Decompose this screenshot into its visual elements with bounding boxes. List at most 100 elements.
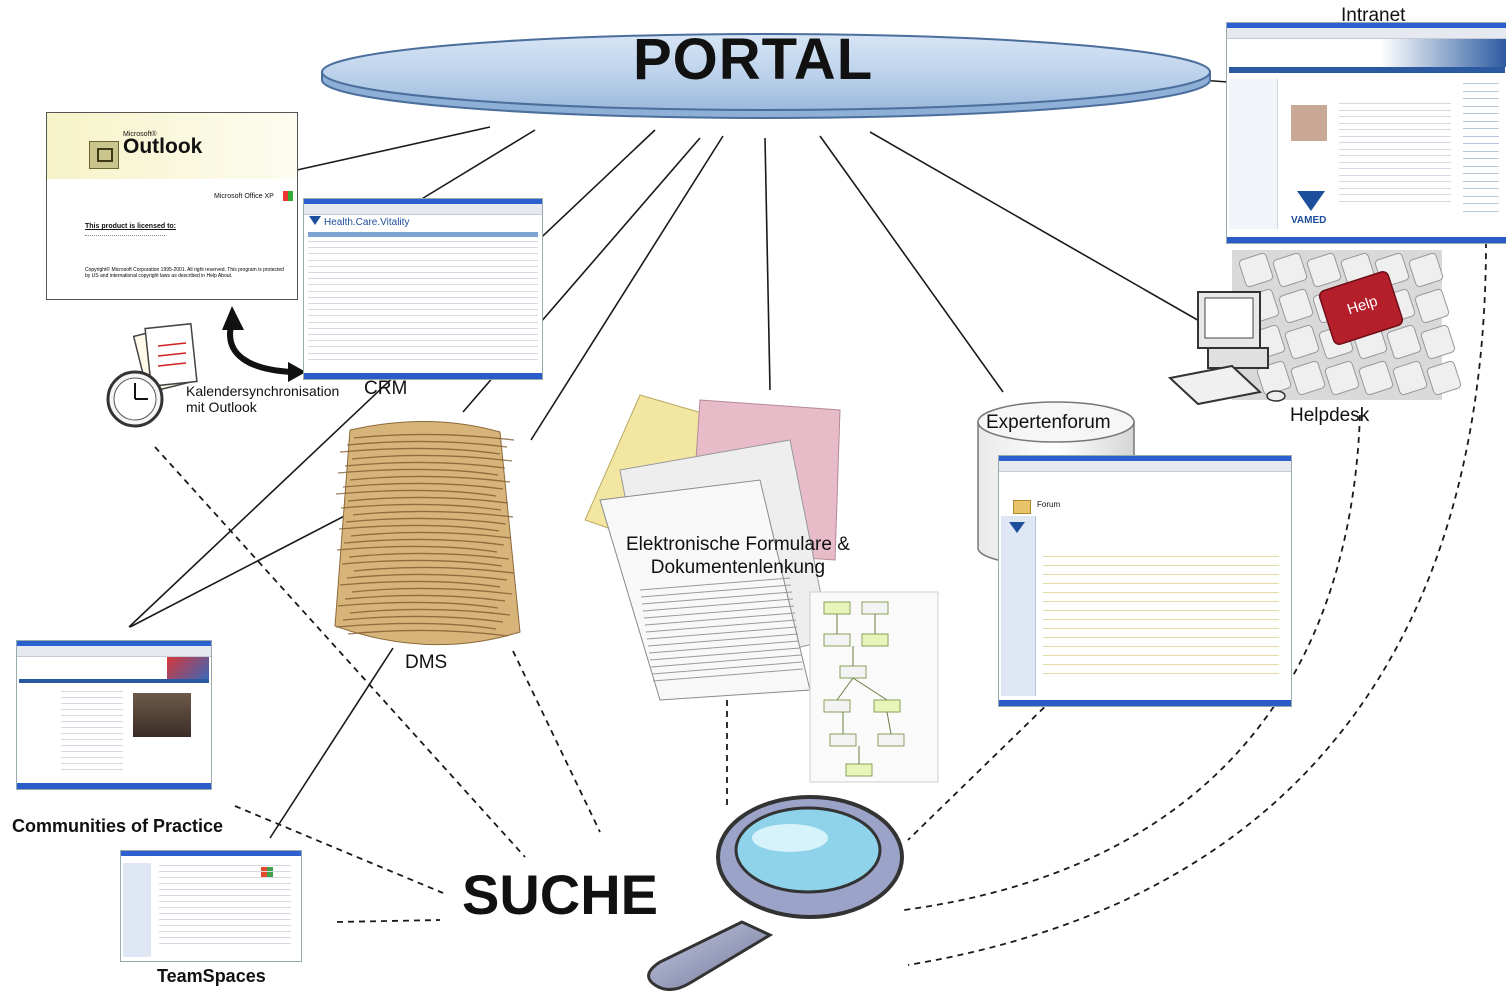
connector-forms <box>764 137 771 391</box>
placeholder-row <box>308 253 538 255</box>
teamspaces-label: TeamSpaces <box>157 966 266 986</box>
intranet-content <box>1335 103 1455 213</box>
keyboard-key <box>1426 360 1462 396</box>
placeholder-row <box>1339 103 1451 104</box>
outlook-edition: Microsoft Office XP <box>214 193 274 200</box>
folder-edge <box>351 454 513 462</box>
folder-edge <box>344 461 506 469</box>
dashed-helpdesk <box>903 414 1361 911</box>
placeholder-row <box>308 340 538 342</box>
dashed-intranet <box>907 241 1487 966</box>
forum-logo-icon <box>1009 522 1025 533</box>
windows-logo-icon <box>261 867 273 877</box>
placeholder-row <box>1043 574 1279 575</box>
intranet-screenshot[interactable]: VAMED <box>1226 22 1506 244</box>
intranet-toolbar <box>1227 28 1506 39</box>
form-field-line <box>642 598 794 612</box>
placeholder-row <box>1339 187 1451 189</box>
placeholder-row <box>308 303 538 304</box>
form-field-line <box>646 626 798 640</box>
form-field-line <box>645 619 797 633</box>
placeholder-row <box>159 865 291 866</box>
intranet-nav <box>1229 67 1505 73</box>
connector-expertenforum <box>819 135 1004 393</box>
connector-teamspaces-dms <box>269 647 394 839</box>
keyboard-key <box>1290 360 1326 396</box>
dashed-forum <box>907 691 1061 841</box>
outlook-splash-screenshot[interactable]: Microsoft® Outlook Microsoft Office XP T… <box>46 112 298 300</box>
placeholder-row <box>159 943 291 944</box>
folder-edge <box>342 615 504 623</box>
communities-nav <box>19 679 209 683</box>
placeholder-row <box>308 296 538 298</box>
keyboard-key <box>1284 324 1320 360</box>
placeholder-row <box>61 727 123 728</box>
flowchart-step <box>823 601 851 615</box>
intranet-header <box>1227 39 1506 67</box>
flowchart-edge <box>886 711 892 735</box>
forum-table <box>1039 556 1283 686</box>
placeholder-row <box>159 907 291 908</box>
placeholder-row <box>1463 195 1499 197</box>
portal-title[interactable]: PORTAL <box>633 27 874 92</box>
placeholder-row <box>1339 168 1451 169</box>
placeholder-row <box>159 871 291 872</box>
folder-edge <box>340 503 502 511</box>
connector-crm <box>419 129 536 201</box>
dashed-communities <box>234 805 444 894</box>
placeholder-row <box>1463 105 1499 107</box>
placeholder-row <box>1463 135 1499 137</box>
connector-helpdesk <box>869 131 1216 331</box>
placeholder-row <box>61 739 123 740</box>
communities-header-graphic <box>167 657 209 679</box>
portal-disc[interactable] <box>321 33 1211 119</box>
placeholder-row <box>61 697 123 698</box>
dms-label: DMS <box>405 652 448 673</box>
search-magnifier-icon[interactable] <box>647 795 904 991</box>
form-field-line <box>647 633 799 647</box>
placeholder-row <box>308 265 538 267</box>
connector-outlook <box>296 126 491 171</box>
teamspaces-screenshot[interactable] <box>120 850 302 962</box>
communities-group-photo <box>133 693 191 737</box>
folder-edge <box>350 531 512 539</box>
placeholder-row <box>159 883 291 884</box>
placeholder-row <box>1463 143 1499 144</box>
suche-title[interactable]: SUCHE <box>462 863 659 926</box>
crm-screenshot[interactable]: Health.Care.Vitality <box>303 198 543 380</box>
flowchart-step <box>823 699 851 713</box>
placeholder-row <box>1043 583 1279 584</box>
folder-edge <box>335 489 497 497</box>
folder-edge <box>353 566 515 574</box>
crm-titlebar <box>304 199 542 204</box>
calendar-sync-label-line1: Kalendersynchronisation <box>186 383 340 399</box>
flowchart-step <box>845 763 873 777</box>
placeholder-row <box>1043 646 1279 647</box>
placeholder-row <box>1463 128 1499 129</box>
helpdesk-image <box>1167 250 1462 406</box>
intranet-sidebar <box>1229 79 1278 229</box>
folder-edge <box>347 496 509 504</box>
form-field-line <box>639 577 791 591</box>
placeholder-row <box>308 346 538 348</box>
placeholder-row <box>1043 628 1279 629</box>
placeholder-row <box>308 278 538 280</box>
placeholder-row <box>61 709 123 710</box>
placeholder-row <box>1043 592 1279 593</box>
folder-edge <box>347 629 509 637</box>
flowchart-edge <box>836 677 854 701</box>
folder-edge <box>336 545 498 553</box>
folder-edge <box>339 580 501 588</box>
intranet-taskbar <box>1227 237 1506 243</box>
placeholder-row <box>308 247 538 249</box>
keyboard-key <box>1420 324 1456 360</box>
placeholder-row <box>308 284 538 286</box>
communities-screenshot[interactable] <box>16 640 212 790</box>
placeholder-row <box>1043 556 1279 557</box>
flowchart-step <box>839 665 867 679</box>
form-field-line <box>644 612 796 626</box>
forum-title: Forum <box>1037 500 1061 509</box>
placeholder-row <box>308 352 538 354</box>
forum-screenshot[interactable]: Forum <box>998 455 1292 707</box>
form-field-line <box>640 584 792 598</box>
